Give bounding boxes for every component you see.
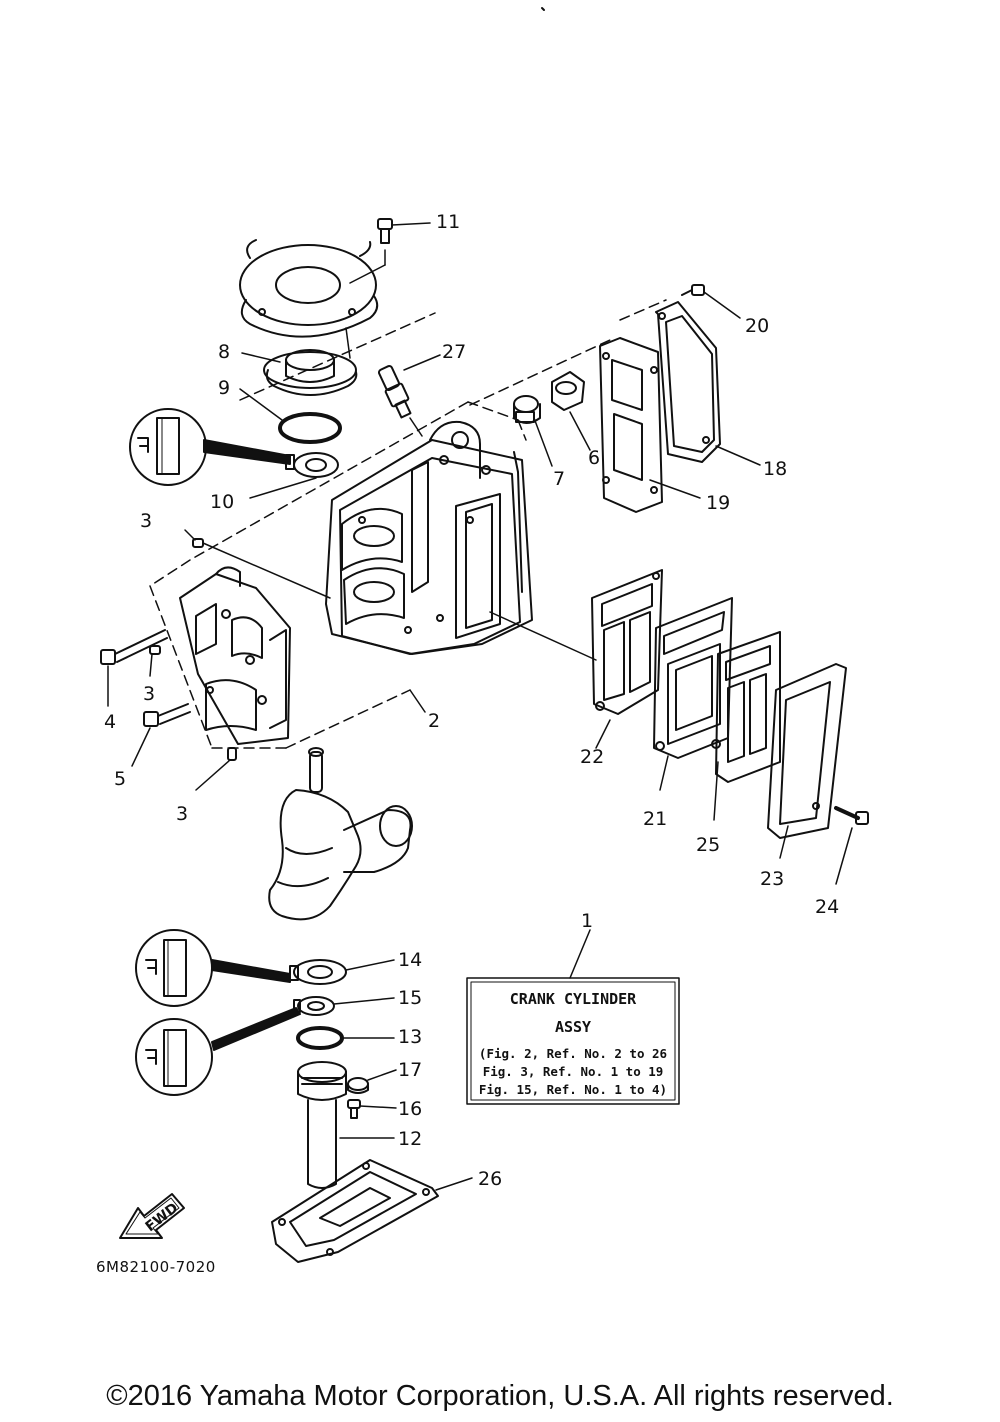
grease-callout-lower xyxy=(135,1007,301,1096)
callout-3-top: 3 xyxy=(140,510,153,532)
callout-6: 6 xyxy=(588,447,601,469)
callout-23: 23 xyxy=(760,868,785,890)
assy-ref-line3: Fig. 15, Ref. No. 1 to 4) xyxy=(478,1082,668,1097)
callout-4: 4 xyxy=(104,711,117,733)
assembly-dashed-outline xyxy=(149,312,527,749)
assy-title-line2: ASSY xyxy=(554,1018,592,1036)
bolt-16 xyxy=(347,1099,397,1119)
top-cover-plate xyxy=(239,239,379,338)
callout-18: 18 xyxy=(763,458,788,480)
callout-26: 26 xyxy=(478,1168,503,1190)
spark-plug-27 xyxy=(377,354,441,437)
o-ring-13 xyxy=(296,1026,395,1050)
assy-box-frame xyxy=(466,929,680,1105)
callout-21: 21 xyxy=(643,808,668,830)
gasket-26 xyxy=(271,1159,473,1263)
plate-23 xyxy=(767,663,847,859)
oil-seal-14 xyxy=(289,959,395,985)
thermostat-7 xyxy=(513,395,553,467)
exhaust-cover-18 xyxy=(619,299,761,466)
bolt-4 xyxy=(100,629,168,707)
gasket-25 xyxy=(711,631,781,821)
assy-ref-line2: Fig. 3, Ref. No. 1 to 19 xyxy=(482,1064,664,1079)
callout-5: 5 xyxy=(114,768,127,790)
callout-10: 10 xyxy=(210,491,235,513)
fwd-arrow-icon xyxy=(119,1193,185,1239)
bearing-15 xyxy=(293,996,395,1016)
copyright-notice: ©2016 Yamaha Motor Corporation, U.S.A. A… xyxy=(106,1380,894,1412)
thermostat-cap-6 xyxy=(469,339,611,451)
callout-20: 20 xyxy=(745,315,770,337)
grease-callout-middle xyxy=(135,929,291,1007)
gasket-21 xyxy=(653,597,733,791)
callout-14: 14 xyxy=(398,949,423,971)
assy-ref-line1: (Fig. 2, Ref. No. 2 to 26 xyxy=(478,1046,668,1061)
bolt-20 xyxy=(681,284,741,319)
callout-3-bottom: 3 xyxy=(176,803,189,825)
crankcase-half xyxy=(179,566,291,745)
callout-19: 19 xyxy=(706,492,731,514)
crankshaft xyxy=(268,747,413,921)
callout-12: 12 xyxy=(398,1128,423,1150)
callout-25: 25 xyxy=(696,834,721,856)
assy-title-line1: CRANK CYLINDER xyxy=(509,990,637,1008)
callout-27: 27 xyxy=(442,341,467,363)
lower-housing-12 xyxy=(297,1061,395,1189)
grease-callout-upper xyxy=(129,408,291,486)
nut-17 xyxy=(347,1069,397,1094)
o-ring-9 xyxy=(239,388,342,444)
callout-16: 16 xyxy=(398,1098,423,1120)
callout-1: 1 xyxy=(581,910,594,932)
cylinder-block-2 xyxy=(325,420,533,655)
callout-22: 22 xyxy=(580,746,605,768)
gasket-19 xyxy=(599,337,701,513)
callout-3-middle: 3 xyxy=(143,683,156,705)
callout-15: 15 xyxy=(398,987,423,1009)
bolt-24 xyxy=(834,806,869,885)
callout-11: 11 xyxy=(436,211,461,233)
bearing-housing-8 xyxy=(241,327,358,396)
diagram-part-code: 6M82100-7020 xyxy=(96,1258,216,1276)
dowel-pins-3 xyxy=(149,529,331,791)
callout-7: 7 xyxy=(553,468,566,490)
bolt-11 xyxy=(349,218,431,284)
callout-13: 13 xyxy=(398,1026,423,1048)
callout-17: 17 xyxy=(398,1059,423,1081)
gasket-22 xyxy=(489,569,663,749)
bolt-5 xyxy=(131,703,191,767)
callout-24: 24 xyxy=(815,896,840,918)
callout-2: 2 xyxy=(428,710,441,732)
callout-9: 9 xyxy=(218,377,231,399)
callout-8: 8 xyxy=(218,341,231,363)
